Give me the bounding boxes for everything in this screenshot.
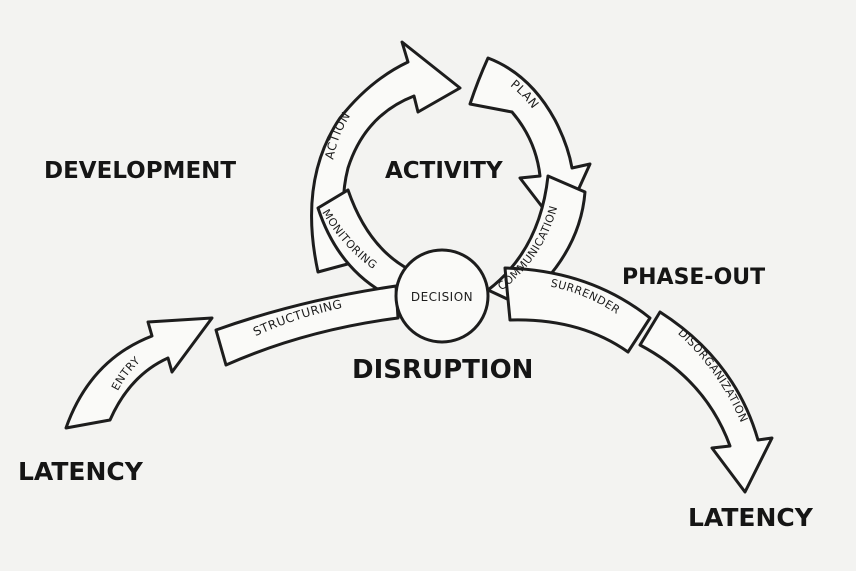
lifecycle-left-arrow bbox=[64, 284, 400, 430]
disruption-label: DISRUPTION bbox=[352, 355, 533, 385]
structuring-arrow-shape bbox=[214, 284, 400, 367]
latency-left-label: LATENCY bbox=[18, 457, 144, 486]
phase-out-label: PHASE-OUT bbox=[622, 265, 765, 290]
activity-label: ACTIVITY bbox=[385, 158, 503, 184]
disorganization-arrow-shape bbox=[638, 310, 774, 494]
latency-right-label: LATENCY bbox=[688, 503, 814, 532]
entry-arrow-shape bbox=[64, 316, 214, 430]
development-label: DEVELOPMENT bbox=[44, 158, 236, 184]
decision-label: DECISION bbox=[411, 290, 473, 304]
surrender-arrow-shape bbox=[503, 266, 652, 354]
decision-circle bbox=[394, 248, 490, 344]
lifecycle-right-arrow bbox=[503, 266, 774, 494]
